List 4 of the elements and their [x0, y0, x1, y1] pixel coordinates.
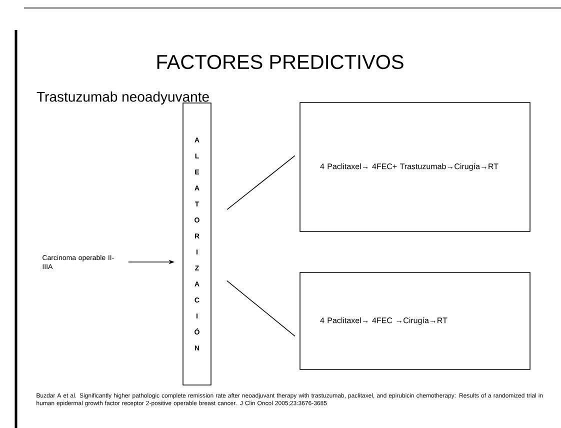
treatment-box: 4 Paclitaxel→ 4FEC+ Trastuzumab→Cirugía→RT: [300, 102, 530, 232]
subtitle: Trastuzumab neoadyuvante: [36, 91, 209, 105]
treatment-box: 4 Paclitaxel→ 4FEC →Cirugía→RT: [300, 272, 530, 370]
title: FACTORES PREDICTIVOS: [157, 54, 404, 70]
